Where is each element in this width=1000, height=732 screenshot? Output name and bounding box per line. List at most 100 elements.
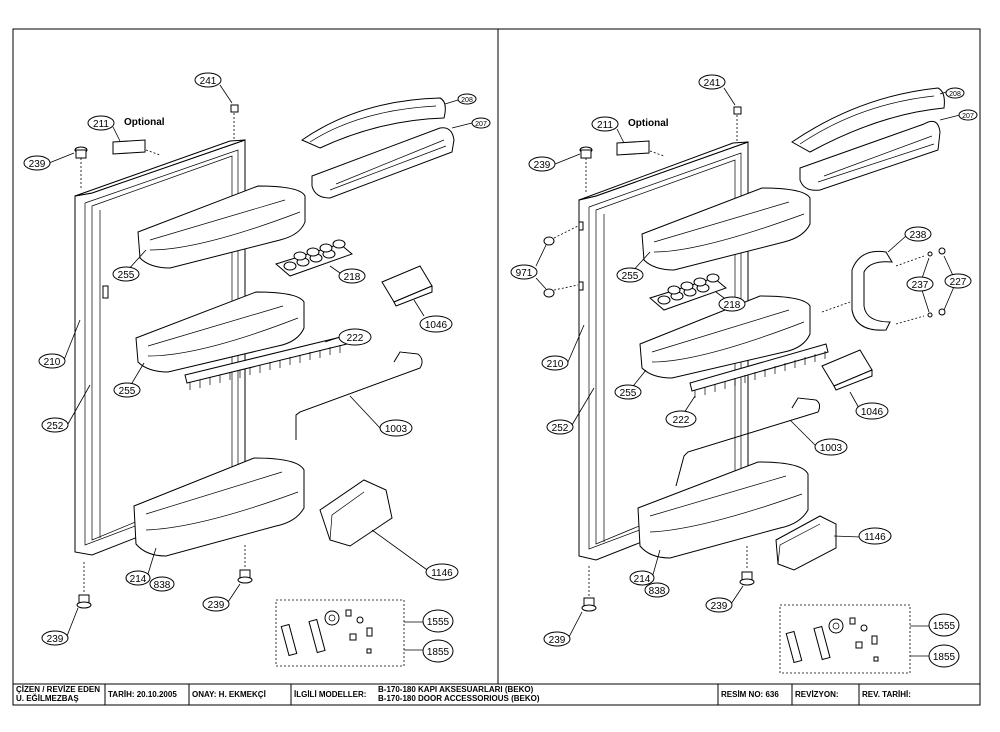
dairy-box-right	[821, 349, 873, 391]
approval-field: ONAY: H. EKMEKÇİ	[192, 690, 266, 699]
hinge-kit-box	[275, 599, 424, 667]
right-panel: 241 211 Optional 239 208 207 971 255 218…	[510, 74, 978, 674]
svg-text:237: 237	[912, 280, 929, 291]
svg-text:207: 207	[962, 113, 974, 120]
svg-text:238: 238	[910, 230, 927, 241]
top-shelf-and-cover	[300, 97, 455, 199]
svg-text:1003: 1003	[385, 424, 408, 435]
drawing-number: RESİM NO: 636	[721, 690, 779, 699]
callout-208: 208	[457, 93, 477, 105]
callout-222: 222	[338, 328, 372, 346]
callout-211: 211	[87, 115, 115, 131]
svg-text:239: 239	[549, 635, 566, 646]
callout-838-right: 838	[644, 582, 670, 598]
callout-237: 237	[906, 276, 934, 292]
wire-rack-right	[675, 397, 820, 487]
svg-text:222: 222	[347, 333, 364, 344]
top-plug-right	[579, 146, 593, 194]
drawn-by-name: U. EĞİLMEZBAŞ	[16, 694, 79, 703]
svg-text:1146: 1146	[864, 532, 886, 543]
callout-210: 210	[38, 353, 66, 369]
callout-241-right: 241	[698, 74, 726, 90]
svg-text:1046: 1046	[425, 320, 448, 331]
right-leaders	[535, 87, 961, 638]
callout-239-bottom-right: 239	[543, 631, 571, 647]
middle-door-shelf-right	[639, 295, 811, 379]
svg-text:239: 239	[29, 159, 46, 170]
callout-227: 227	[944, 273, 972, 289]
svg-text:1003: 1003	[820, 443, 843, 454]
svg-text:239: 239	[208, 600, 225, 611]
callout-208-right: 208	[945, 87, 965, 99]
bottom-plugs	[76, 545, 253, 609]
svg-text:252: 252	[47, 421, 64, 432]
svg-text:239: 239	[47, 634, 64, 645]
svg-text:255: 255	[119, 386, 136, 397]
svg-text:1855: 1855	[933, 652, 956, 663]
svg-text:241: 241	[200, 76, 217, 87]
vegetable-cover-right	[775, 515, 837, 571]
svg-text:1555: 1555	[933, 621, 956, 632]
callout-971: 971	[510, 264, 538, 280]
svg-text:208: 208	[949, 91, 961, 98]
svg-text:239: 239	[711, 601, 728, 612]
svg-text:1855: 1855	[427, 647, 450, 658]
revision-date-field: REV. TARİHİ:	[862, 690, 911, 699]
description-en: B-170-180 DOOR ACCESSORIOUS (BEKO)	[378, 694, 540, 703]
callout-207: 207	[471, 117, 491, 129]
description-tr: B-170-180 KAPI AKSESUARLARI (BEKO)	[378, 685, 534, 694]
callout-252-right: 252	[546, 419, 574, 435]
middle-door-shelf	[135, 291, 305, 373]
left-panel: 241 211 Optional 239 208 207 255 218 104…	[23, 72, 491, 667]
top-plug	[74, 146, 88, 190]
vegetable-cover	[319, 479, 393, 547]
egg-tray-right	[648, 273, 727, 311]
optional-plate	[112, 139, 161, 156]
wire-rack	[295, 351, 423, 440]
top-screw	[230, 104, 239, 140]
left-leaders	[48, 84, 473, 637]
callout-239-top-right: 239	[528, 156, 556, 172]
callout-211-right: 211	[591, 116, 619, 132]
optional-plate-right	[616, 140, 665, 157]
upper-door-shelf	[137, 185, 306, 269]
svg-text:208: 208	[461, 97, 473, 104]
svg-text:252: 252	[552, 423, 569, 434]
svg-text:1046: 1046	[861, 407, 884, 418]
svg-text:241: 241	[704, 78, 721, 89]
callout-218: 218	[338, 268, 366, 284]
callout-241: 241	[194, 72, 222, 88]
callout-239-bottom: 239	[41, 630, 69, 646]
callout-1046: 1046	[419, 315, 453, 333]
top-shelf-and-cover-right	[791, 87, 945, 191]
date-field: TARİH: 20.10.2005	[108, 690, 177, 699]
svg-text:838: 838	[649, 586, 666, 597]
egg-tray	[274, 239, 353, 277]
callout-239-top: 239	[23, 155, 51, 171]
callout-239-mid-right: 239	[705, 597, 733, 613]
svg-text:838: 838	[154, 580, 171, 591]
callout-1046-right: 1046	[855, 402, 889, 420]
callout-1555: 1555	[422, 609, 454, 633]
svg-text:218: 218	[724, 300, 741, 311]
svg-text:210: 210	[547, 359, 564, 370]
hinge-kit-box-right	[779, 604, 930, 674]
callout-214: 214	[125, 570, 151, 586]
title-block: ÇİZEN / REVİZE EDEN U. EĞİLMEZBAŞ TARİH:…	[12, 683, 981, 706]
svg-text:239: 239	[534, 160, 551, 171]
callout-1003: 1003	[379, 419, 413, 437]
callout-1855: 1855	[422, 639, 454, 663]
callout-252: 252	[41, 417, 69, 433]
svg-text:1146: 1146	[431, 568, 453, 579]
callout-1146: 1146	[425, 563, 459, 581]
hinge-covers	[543, 225, 579, 298]
callout-207-right: 207	[958, 109, 978, 121]
callout-210-right: 210	[541, 355, 569, 371]
bottom-plugs-right	[581, 546, 755, 612]
revision-field: REVİZYON:	[795, 690, 839, 699]
svg-text:211: 211	[93, 119, 109, 130]
svg-text:255: 255	[118, 270, 135, 281]
callout-218-right: 218	[718, 296, 746, 312]
svg-text:222: 222	[673, 415, 690, 426]
